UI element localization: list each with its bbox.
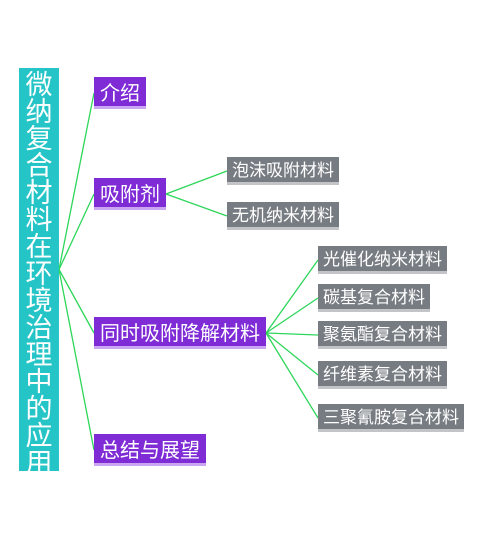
- root-title-char: 用: [25, 448, 53, 479]
- subtopic-photocatalytic-nano[interactable]: 光催化纳米材料: [318, 246, 447, 274]
- subtopic-melamine-composite[interactable]: 三聚氰胺复合材料: [318, 404, 464, 432]
- connector-adsorb-degrade-child: [265, 332, 319, 419]
- connector-root-to-adsorbent: [58, 193, 95, 270]
- subtopic-inorganic-nano[interactable]: 无机纳米材料: [227, 202, 339, 230]
- connector-adsorb-degrade-child: [265, 332, 319, 376]
- root-title-char: 环: [25, 259, 53, 290]
- connector-root-to-intro: [58, 92, 95, 270]
- root-topic: 微纳复合材料在环境治理中的应用: [19, 68, 59, 477]
- root-title-char: 微: [25, 70, 53, 101]
- root-title-char: 境: [25, 286, 53, 317]
- subtopic-foam-adsorbent[interactable]: 泡沫吸附材料: [227, 157, 339, 185]
- subtopic-cellulose-composite[interactable]: 纤维素复合材料: [318, 361, 447, 389]
- connector-adsorb-degrade-child: [265, 297, 319, 334]
- root-title-char: 应: [25, 421, 53, 452]
- root-title-char: 合: [25, 151, 53, 182]
- topic-adsorb-degrade[interactable]: 同时吸附降解材料: [94, 317, 266, 349]
- subtopic-polyurethane-composite[interactable]: 聚氨酯复合材料: [318, 321, 447, 349]
- root-title-char: 纳: [25, 97, 53, 128]
- connector-adsorb-degrade-child: [265, 332, 319, 336]
- connector-root-to-summary: [58, 269, 95, 451]
- topic-summary[interactable]: 总结与展望: [94, 434, 206, 466]
- subtopic-carbon-composite[interactable]: 碳基复合材料: [318, 284, 430, 312]
- root-title-char: 复: [25, 124, 53, 155]
- connector-adsorbent-child: [165, 170, 228, 195]
- connector-adsorb-degrade-child: [265, 259, 319, 334]
- root-title-char: 材: [25, 178, 53, 209]
- root-title-char: 的: [25, 394, 53, 425]
- connector-adsorbent-child: [165, 193, 228, 217]
- root-title-char: 中: [25, 367, 53, 398]
- connector-root-to-adsorb-degrade: [58, 269, 95, 334]
- root-title-char: 料: [25, 205, 53, 236]
- root-title-char: 在: [25, 232, 53, 263]
- root-title-char: 理: [25, 340, 53, 371]
- topic-intro[interactable]: 介绍: [94, 77, 146, 109]
- root-title-char: 治: [25, 313, 53, 344]
- topic-adsorbent[interactable]: 吸附剂: [94, 178, 166, 210]
